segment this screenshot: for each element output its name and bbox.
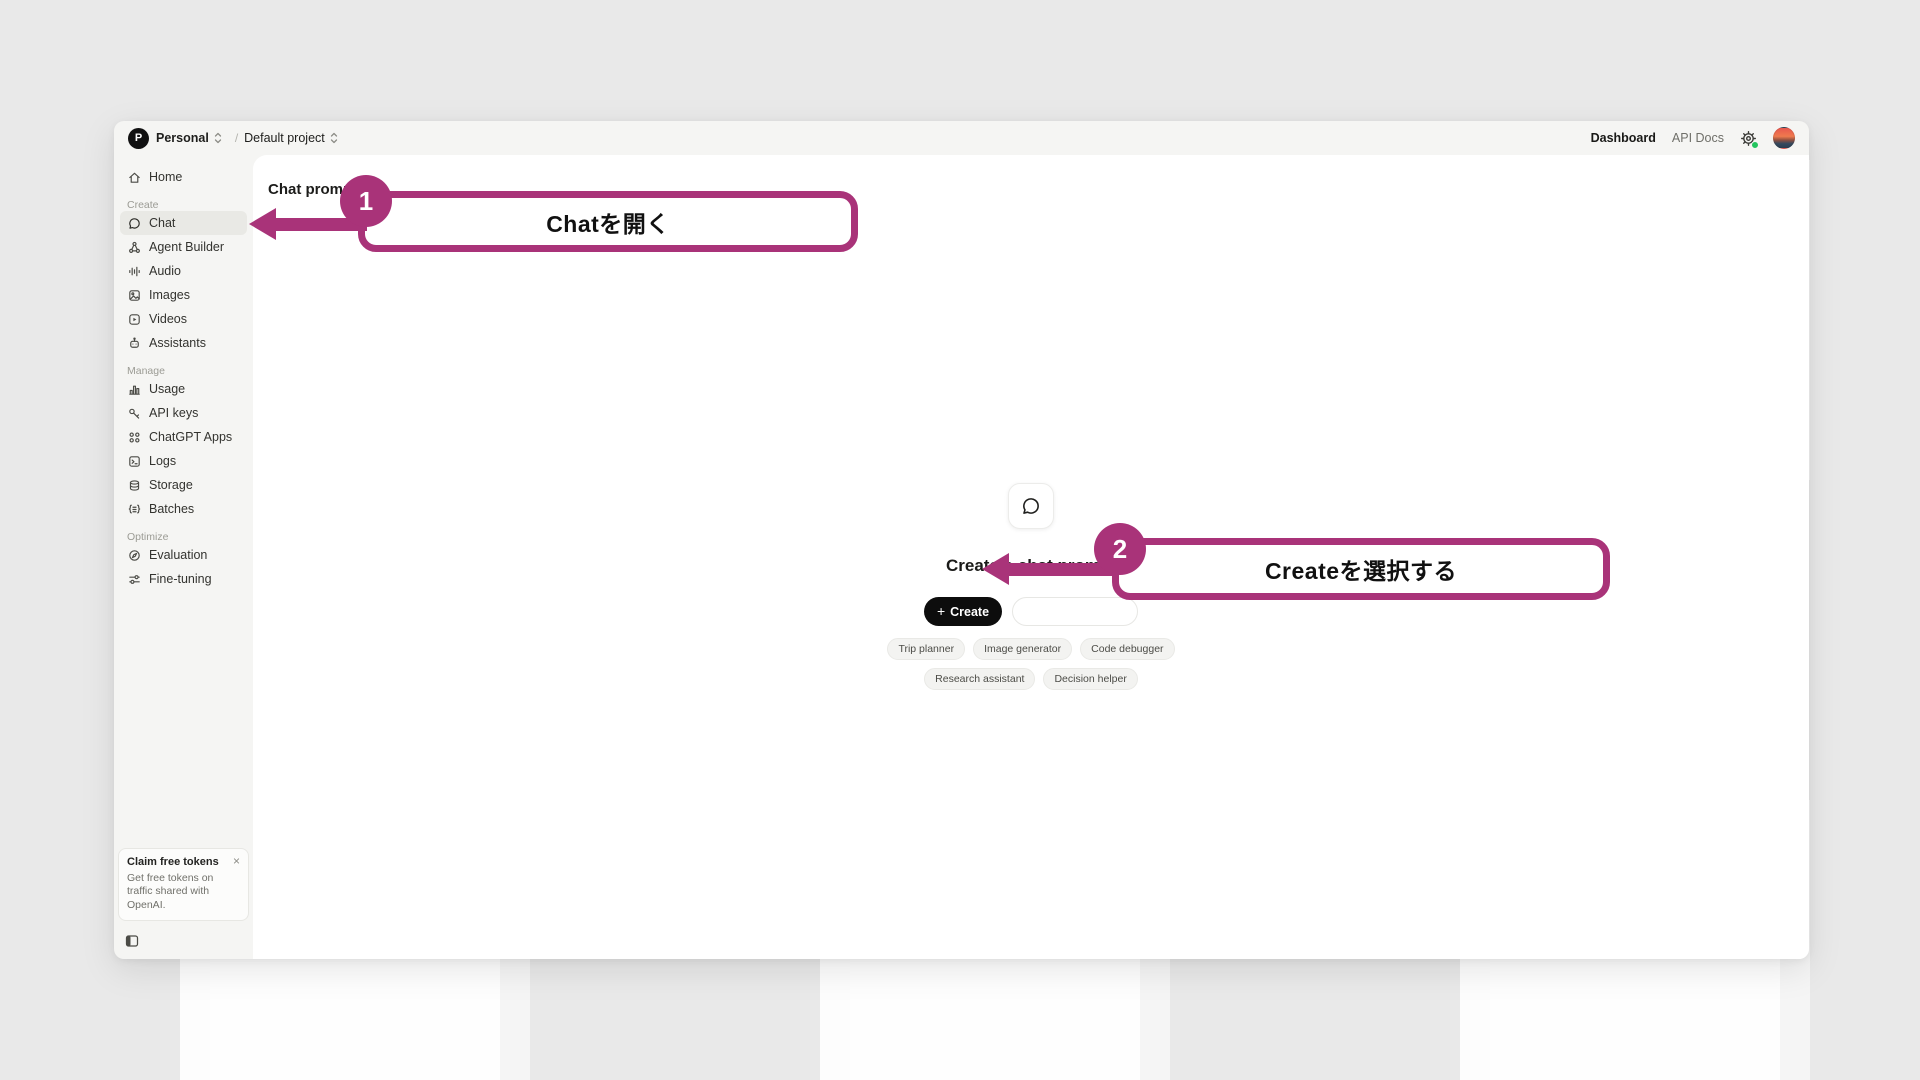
sidebar-item-fine-tuning[interactable]: Fine-tuning: [120, 567, 247, 591]
sidebar-item-label: Home: [149, 170, 183, 184]
sidebar-item-batches[interactable]: Batches: [120, 497, 247, 521]
chevron-updown-icon[interactable]: [329, 131, 339, 145]
sidebar-item-label: Logs: [149, 454, 177, 468]
sliders-icon: [129, 574, 140, 584]
bar-chart-icon: [129, 385, 140, 395]
breadcrumb-separator: /: [234, 131, 239, 145]
create-button[interactable]: + Create: [923, 597, 1003, 626]
nav-dashboard-link[interactable]: Dashboard: [1590, 131, 1656, 145]
sidebar-item-audio[interactable]: Audio: [120, 259, 247, 283]
sidebar-item-label: Audio: [149, 264, 181, 278]
sidebar-item-label: Batches: [149, 502, 195, 516]
sidebar-item-label: Assistants: [149, 336, 206, 350]
chat-bubble-icon: [129, 217, 140, 229]
status-dot: [1751, 140, 1759, 149]
project-selector[interactable]: Default project: [244, 131, 325, 145]
claim-tokens-body: Get free tokens on traffic shared with O…: [127, 871, 214, 911]
create-button-label: Create: [950, 604, 990, 619]
top-bar: P Personal / Default project Dashboard A…: [114, 121, 1809, 155]
sidebar-item-logs[interactable]: Logs: [120, 449, 247, 473]
chevron-updown-icon[interactable]: [213, 131, 223, 145]
chip-decision-helper[interactable]: Decision helper: [1043, 668, 1138, 690]
sidebar-collapse-button[interactable]: [124, 933, 140, 949]
sidebar-item-images[interactable]: Images: [120, 283, 247, 307]
annotation-box-step2: Createを選択する: [1112, 538, 1610, 600]
key-icon: [129, 408, 140, 419]
chip-code-debugger[interactable]: Code debugger: [1080, 638, 1175, 660]
robot-icon: [130, 336, 139, 348]
sidebar-item-usage[interactable]: Usage: [120, 377, 247, 401]
section-label-manage: Manage: [127, 365, 165, 377]
braces-list-icon: [128, 504, 141, 513]
home-icon: [129, 172, 140, 183]
sidebar-item-storage[interactable]: Storage: [120, 473, 247, 497]
chip-research-assistant[interactable]: Research assistant: [924, 668, 1036, 690]
section-label-create: Create: [127, 199, 159, 211]
annotation-text-step2: Createを選択する: [1264, 558, 1458, 584]
claim-tokens-title: Claim free tokens: [127, 855, 219, 868]
sidebar-item-home[interactable]: Home: [120, 165, 247, 189]
chat-prompt-icon-card: [1008, 483, 1054, 529]
sidebar-item-assistants[interactable]: Assistants: [120, 331, 247, 355]
sidebar-item-label: Evaluation: [149, 548, 208, 562]
close-icon[interactable]: ×: [232, 853, 240, 868]
image-icon: [129, 289, 140, 301]
settings-button[interactable]: [1740, 130, 1759, 149]
chip-image-generator[interactable]: Image generator: [973, 638, 1073, 660]
chip-trip-planner[interactable]: Trip planner: [887, 638, 966, 660]
apps-grid-icon: [129, 432, 140, 442]
secondary-button[interactable]: [1012, 597, 1139, 626]
waveform-icon: [129, 266, 140, 276]
claim-tokens-card: Claim free tokens × Get free tokens on t…: [118, 847, 249, 921]
sidebar-item-label: API keys: [149, 406, 199, 420]
sidebar-item-label: Usage: [149, 382, 186, 396]
sidebar-item-label: Fine-tuning: [149, 572, 212, 586]
org-avatar: P: [128, 127, 149, 149]
compass-icon: [129, 549, 140, 561]
sidebar-item-chat[interactable]: Chat: [120, 211, 247, 235]
sidebar-item-label: Chat: [149, 216, 176, 230]
suggestion-chips-row-1: Trip planner Image generator Code debugg…: [887, 638, 1175, 660]
annotation-badge-step1: 1: [340, 175, 392, 227]
database-icon: [129, 479, 140, 491]
sidebar-item-label: Agent Builder: [149, 240, 225, 254]
section-label-optimize: Optimize: [127, 531, 169, 543]
sidebar: Home Create Chat Agent Builder Audio Ima…: [114, 155, 253, 959]
video-play-icon: [129, 313, 140, 325]
sidebar-item-label: ChatGPT Apps: [149, 430, 233, 444]
terminal-icon: [129, 455, 140, 467]
annotation-box-step1: Chatを開く: [358, 191, 858, 252]
sidebar-item-chatgpt-apps[interactable]: ChatGPT Apps: [120, 425, 247, 449]
sidebar-item-label: Videos: [149, 312, 187, 326]
annotation-badge-step2: 2: [1094, 523, 1146, 575]
sidebar-item-evaluation[interactable]: Evaluation: [120, 543, 247, 567]
gear-icon: [1741, 130, 1756, 146]
chat-bubble-icon: [1023, 498, 1039, 514]
nav-api-docs-link[interactable]: API Docs: [1671, 131, 1724, 145]
agent-nodes-icon: [129, 241, 140, 253]
main-panel: Chat prompts Create a chat prompt + Crea…: [253, 155, 1809, 959]
sidebar-item-label: Images: [149, 288, 190, 302]
plus-icon: +: [936, 603, 946, 619]
annotation-text-step1: Chatを開く: [546, 210, 670, 237]
sidebar-item-agent-builder[interactable]: Agent Builder: [120, 235, 247, 259]
panel-collapse-icon: [125, 935, 139, 947]
sidebar-item-api-keys[interactable]: API keys: [120, 401, 247, 425]
suggestion-chips-row-2: Research assistant Decision helper: [924, 668, 1138, 690]
org-selector[interactable]: Personal: [156, 131, 209, 145]
user-avatar[interactable]: [1773, 127, 1795, 149]
sidebar-item-label: Storage: [149, 478, 193, 492]
sidebar-item-videos[interactable]: Videos: [120, 307, 247, 331]
